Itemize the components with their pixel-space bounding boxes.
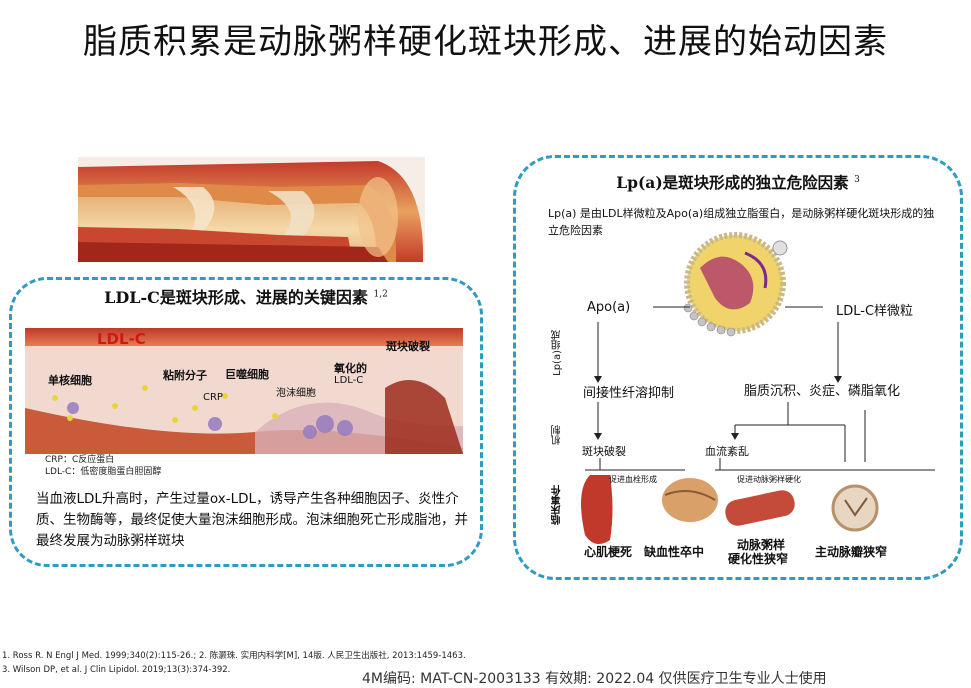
ldl-c-panel xyxy=(9,277,483,567)
oxidized-label: 氧化的 xyxy=(334,362,367,375)
reference-superscript: 1,2 xyxy=(373,289,388,300)
plaque-rupture-label: 斑块破裂 xyxy=(386,340,430,353)
crp-label: CRP xyxy=(203,392,223,403)
lpa-description: Lp(a) 是由LDL样微粒及Apo(a)组成独立脂蛋白，是动脉粥样硬化斑块形成… xyxy=(548,207,935,237)
foam-cell-label: 泡沫细胞 xyxy=(276,388,316,399)
footer-code: 4M编码: MAT-CN-2003133 有效期: 2022.04 仅供医疗卫生… xyxy=(362,671,827,687)
blood-flow-disorder-node: 血流紊乱 xyxy=(705,445,749,458)
myocardial-infarction-label: 心肌梗死 xyxy=(584,545,633,559)
lpa-panel-title: Lp(a)是斑块形成的独立危险因素 3 xyxy=(616,173,860,192)
side-label-clinical-events: 临床事件 xyxy=(552,485,563,525)
ldl-like-particle-label: LDL-C样微粒 xyxy=(836,304,914,319)
plaque-rupture-node: 斑块破裂 xyxy=(582,445,626,458)
artery-cross-section-illustration xyxy=(78,157,425,262)
reference-line-2: 3. Wilson DP, et al. J Clin Lipidol. 201… xyxy=(2,665,231,675)
atherosclerotic-stenosis-label-line2: 硬化性狭窄 xyxy=(728,552,789,566)
ldl-c-description: 当血液LDL升高时，产生过量ox-LDL，诱导产生各种细胞因子、炎性介质、生物酶… xyxy=(36,491,468,549)
fibrinolysis-label: 间接性纤溶抑制 xyxy=(583,386,675,401)
macrophage-label: 巨噬细胞 xyxy=(225,368,269,381)
ischemic-stroke-label: 缺血性卒中 xyxy=(644,545,705,559)
promote-thrombus-label: 促进血栓形成 xyxy=(609,475,657,484)
monocyte-label: 单核细胞 xyxy=(48,374,92,387)
ldl-c-label: LDL-C xyxy=(97,330,146,348)
references: 1. Ross R. N Engl J Med. 1999;340(2):115… xyxy=(2,649,466,677)
ldl-c-panel-title: LDL-C是斑块形成、进展的关键因素 1,2 xyxy=(104,288,388,307)
lpa-panel xyxy=(513,155,963,580)
lpa-mechanism-flowchart xyxy=(581,306,935,544)
oxidized-ldl-label: LDL-C xyxy=(334,375,364,386)
apo-a-label: Apo(a) xyxy=(587,300,631,315)
side-label-mechanism: 机制 xyxy=(552,425,563,445)
side-label-composition: Lp(a)组成 xyxy=(552,330,563,376)
reference-line-1: 1. Ross R. N Engl J Med. 1999;340(2):115… xyxy=(2,651,466,661)
reference-superscript: 3 xyxy=(854,174,860,185)
atherosclerotic-stenosis-label-line1: 动脉粥样 xyxy=(737,538,786,552)
abbreviation-legend: CRP：C反应蛋白 LDL-C：低密度脂蛋白胆固醇 xyxy=(45,454,161,478)
aortic-stenosis-label: 主动脉瓣狭窄 xyxy=(815,545,888,559)
promote-atherosclerosis-label: 促进动脉粥样硬化 xyxy=(737,475,801,484)
legend-crp: CRP：C反应蛋白 xyxy=(45,455,115,465)
legend-ldl-c: LDL-C：低密度脂蛋白胆固醇 xyxy=(45,467,162,477)
lipid-deposition-label: 脂质沉积、炎症、磷脂氧化 xyxy=(744,384,901,399)
lpa-particle-illustration xyxy=(683,232,788,337)
page-title: 脂质积累是动脉粥样硬化斑块形成、进展的始动因素 xyxy=(83,22,888,62)
artery-plaque-illustration xyxy=(25,328,463,454)
adhesion-molecule-label: 粘附分子 xyxy=(163,369,207,382)
